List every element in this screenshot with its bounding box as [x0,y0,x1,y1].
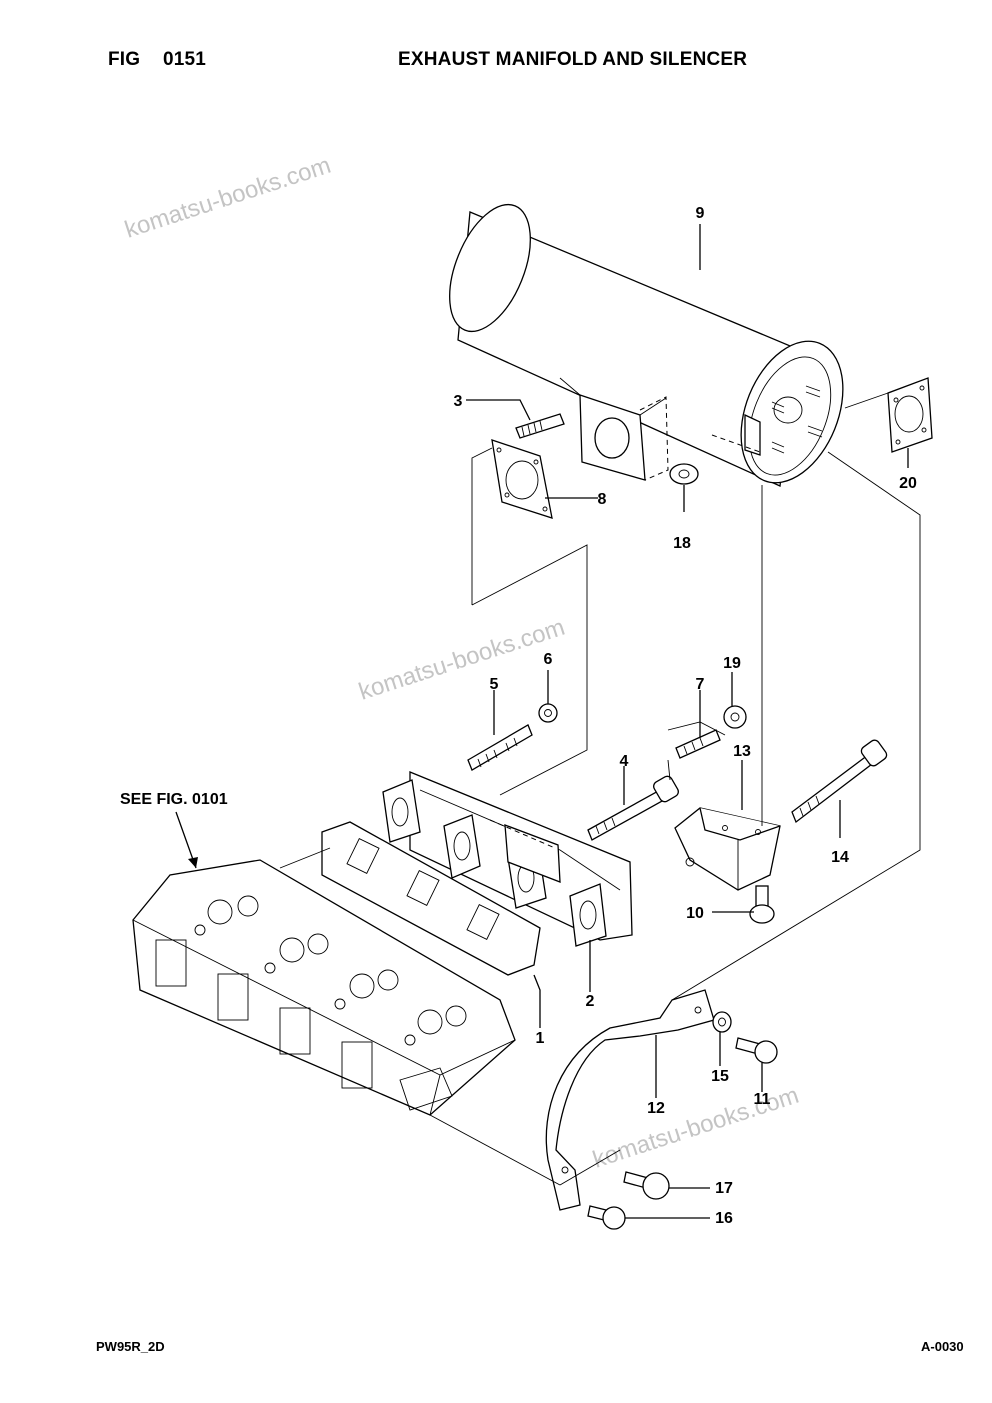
callout-20: 20 [899,475,917,492]
reference-note: SEE FIG. 0101 [120,791,228,808]
gasket-part-8 [491,439,553,519]
silencer-part-9 [449,203,844,487]
assembly-line-a [471,447,588,796]
nut-part-19 [723,705,747,729]
bracket-part-13 [674,807,781,891]
callout-7: 7 [696,676,705,693]
leader-lines [175,224,909,1219]
reference-arrow-head [188,857,198,868]
watermark-2: komatsu-books.com [356,614,569,706]
nut-part-6 [538,703,558,723]
callout-18: 18 [673,535,691,552]
stud-part-3 [515,413,565,439]
bolt-part-11 [735,1037,778,1064]
callout-4: 4 [620,753,629,770]
nut-part-18 [669,463,699,485]
bolt-part-16 [587,1205,626,1230]
manifold-gasket-part-1 [321,821,541,976]
figure-number: 0151 [163,49,207,70]
assembly-line-b [671,392,921,1001]
cylinder-head [132,859,516,1116]
callout-2: 2 [586,993,595,1010]
stud-part-7 [675,729,721,759]
callout-12: 12 [647,1100,665,1117]
footer-model: PW95R_2D [96,1339,165,1354]
bracket-part-12 [545,989,715,1211]
washer-part-15 [712,1011,732,1033]
assembly-line-e [429,1114,621,1186]
callout-19: 19 [723,655,741,672]
bolt-part-14 [791,739,888,824]
assembly-line-f [279,847,331,869]
bolt-part-4 [587,775,679,841]
callout-5: 5 [490,676,499,693]
bolt-part-17 [623,1171,670,1200]
page-title: EXHAUST MANIFOLD AND SILENCER [398,49,748,70]
figure-label: FIG [108,49,141,70]
footer-doc-ref: A-0030 [921,1339,964,1354]
callout-14: 14 [831,849,849,866]
watermark-1: komatsu-books.com [122,152,335,244]
callout-8: 8 [598,491,607,508]
callout-15: 15 [711,1068,729,1085]
callout-10: 10 [686,905,704,922]
exhaust-manifold-part-2 [382,771,633,947]
callout-3: 3 [454,393,463,410]
bolt-part-10 [749,885,775,924]
callout-9: 9 [696,205,705,222]
callout-11: 11 [754,1091,771,1108]
callout-1: 1 [536,1030,545,1047]
stud-part-5 [467,724,533,771]
callout-17: 17 [715,1180,733,1197]
callout-13: 13 [733,743,751,760]
callout-6: 6 [544,651,553,668]
gasket-part-20 [887,377,933,453]
callout-16: 16 [715,1210,733,1227]
